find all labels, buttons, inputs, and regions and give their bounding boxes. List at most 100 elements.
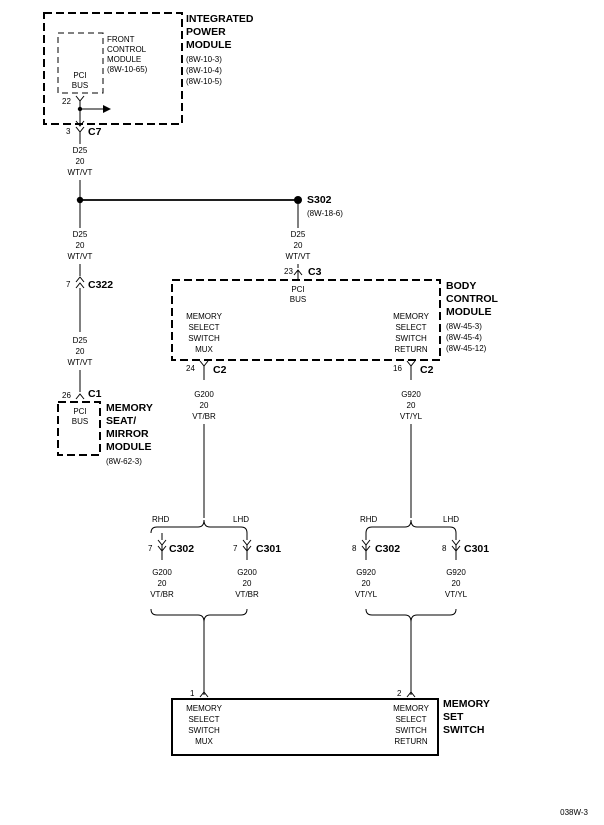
bcm-right-3: SWITCH	[395, 334, 427, 343]
wire-b-color: VT/BR	[235, 590, 259, 599]
ipm-title-1: INTEGRATED	[186, 13, 254, 25]
mss-pin2-symbol	[406, 691, 416, 698]
right-rhd-label: RHD	[360, 515, 378, 524]
wire3-code: D25	[291, 230, 306, 239]
wire4-color: WT/VT	[68, 358, 93, 367]
g200-gauge: 20	[200, 401, 209, 410]
mss-pin1: 1	[190, 689, 195, 698]
c2-right-connector-symbol	[406, 360, 416, 380]
c322-pin: 7	[66, 280, 71, 289]
bcm-ref-3: (8W-45-12)	[446, 344, 487, 353]
left-rhd-label: RHD	[152, 515, 170, 524]
mss-title-2: SET	[443, 711, 464, 723]
msm-ref: (8W-62-3)	[106, 457, 142, 466]
g200-code: G200	[194, 390, 214, 399]
c3-pin: 23	[284, 267, 293, 276]
c322-label: C322	[88, 279, 113, 291]
msm-title-2: SEAT/	[106, 415, 136, 427]
left-lhd-label: LHD	[233, 515, 249, 524]
mss-title-3: SWITCH	[443, 724, 484, 736]
ipm-pci-2: BUS	[72, 81, 88, 90]
conn-a-symbol	[157, 539, 167, 560]
right-branch-brace	[365, 519, 457, 534]
s302-ref: (8W-18-6)	[307, 209, 343, 218]
c1-label: C1	[88, 388, 102, 400]
wire-a-code: G200	[152, 568, 172, 577]
bcm-right-2: SELECT	[395, 323, 426, 332]
wire-a-gauge: 20	[158, 579, 167, 588]
mss-left-3: SWITCH	[188, 726, 220, 735]
mss-left-2: SELECT	[188, 715, 219, 724]
ipm-ref-1: (8W-10-3)	[186, 55, 222, 64]
wire4-code: D25	[73, 336, 88, 345]
msm-title-1: MEMORY	[106, 402, 153, 414]
mss-left-4: MUX	[195, 737, 213, 746]
conn-d-pin: 8	[442, 544, 447, 553]
fcm-label-1: FRONT	[107, 35, 135, 44]
wire1-color: WT/VT	[68, 168, 93, 177]
wire2-gauge: 20	[76, 241, 85, 250]
c7-pin: 3	[66, 127, 71, 136]
fcm-ref: (8W-10-65)	[107, 65, 148, 74]
bcm-right-4: RETURN	[394, 345, 428, 354]
mss-title-1: MEMORY	[443, 698, 490, 710]
c7-label: C7	[88, 126, 102, 138]
mss-pin2: 2	[397, 689, 402, 698]
wire-c-gauge: 20	[362, 579, 371, 588]
ipm-pin: 22	[62, 97, 71, 106]
mss-right-1: MEMORY	[393, 704, 430, 713]
mss-pin1-symbol	[199, 691, 209, 698]
bcm-pci-1: PCI	[291, 285, 304, 294]
wire-c-color: VT/YL	[355, 590, 378, 599]
fcm-label-3: MODULE	[107, 55, 141, 64]
integrated-power-module-box	[43, 12, 183, 125]
bcm-left-2: SELECT	[188, 323, 219, 332]
wire3-gauge: 20	[294, 241, 303, 250]
body-control-module-box	[171, 279, 441, 361]
c2-right-label: C2	[420, 364, 434, 376]
wire3-color: WT/VT	[286, 252, 311, 261]
bcm-pci-2: BUS	[290, 295, 306, 304]
conn-a-label: C302	[169, 543, 194, 555]
bcm-left-4: MUX	[195, 345, 213, 354]
conn-c-label: C302	[375, 543, 400, 555]
wire2-color: WT/VT	[68, 252, 93, 261]
msm-pci-2: BUS	[72, 417, 88, 426]
c3-label: C3	[308, 266, 322, 278]
c322-connector-symbol	[75, 276, 85, 289]
wire-b-gauge: 20	[243, 579, 252, 588]
wire-d-code: G920	[446, 568, 466, 577]
ipm-pci-1: PCI	[73, 71, 86, 80]
c2-right-pin: 16	[393, 364, 402, 373]
c1-pin: 26	[62, 391, 71, 400]
memory-seat-mirror-module-box	[57, 401, 101, 456]
wire1-gauge: 20	[76, 157, 85, 166]
c1-connector-symbol	[75, 393, 85, 400]
conn-c-pin: 8	[352, 544, 357, 553]
ipm-ref-3: (8W-10-5)	[186, 77, 222, 86]
mss-right-2: SELECT	[395, 715, 426, 724]
bcm-left-1: MEMORY	[186, 312, 223, 321]
s302-splice-dot	[294, 196, 302, 204]
msm-title-3: MIRROR	[106, 428, 149, 440]
c3-connector-symbol	[293, 269, 303, 280]
g200-color: VT/BR	[192, 412, 216, 421]
wire1-code: D25	[73, 146, 88, 155]
bcm-title-1: BODY	[446, 280, 476, 292]
bcm-title-3: MODULE	[446, 306, 492, 318]
wire-b-code: G200	[237, 568, 257, 577]
conn-c-symbol	[361, 539, 371, 560]
wire-d-color: VT/YL	[445, 590, 468, 599]
c2-left-pin: 24	[186, 364, 195, 373]
bcm-title-2: CONTROL	[446, 293, 498, 305]
front-control-module-box	[57, 32, 104, 94]
fcm-label-2: CONTROL	[107, 45, 147, 54]
msm-pci-1: PCI	[73, 407, 86, 416]
ipm-title-3: MODULE	[186, 39, 232, 51]
conn-b-symbol	[242, 539, 252, 560]
wire2-code: D25	[73, 230, 88, 239]
s302-label: S302	[307, 194, 332, 206]
bcm-right-1: MEMORY	[393, 312, 430, 321]
g920-color: VT/YL	[400, 412, 423, 421]
